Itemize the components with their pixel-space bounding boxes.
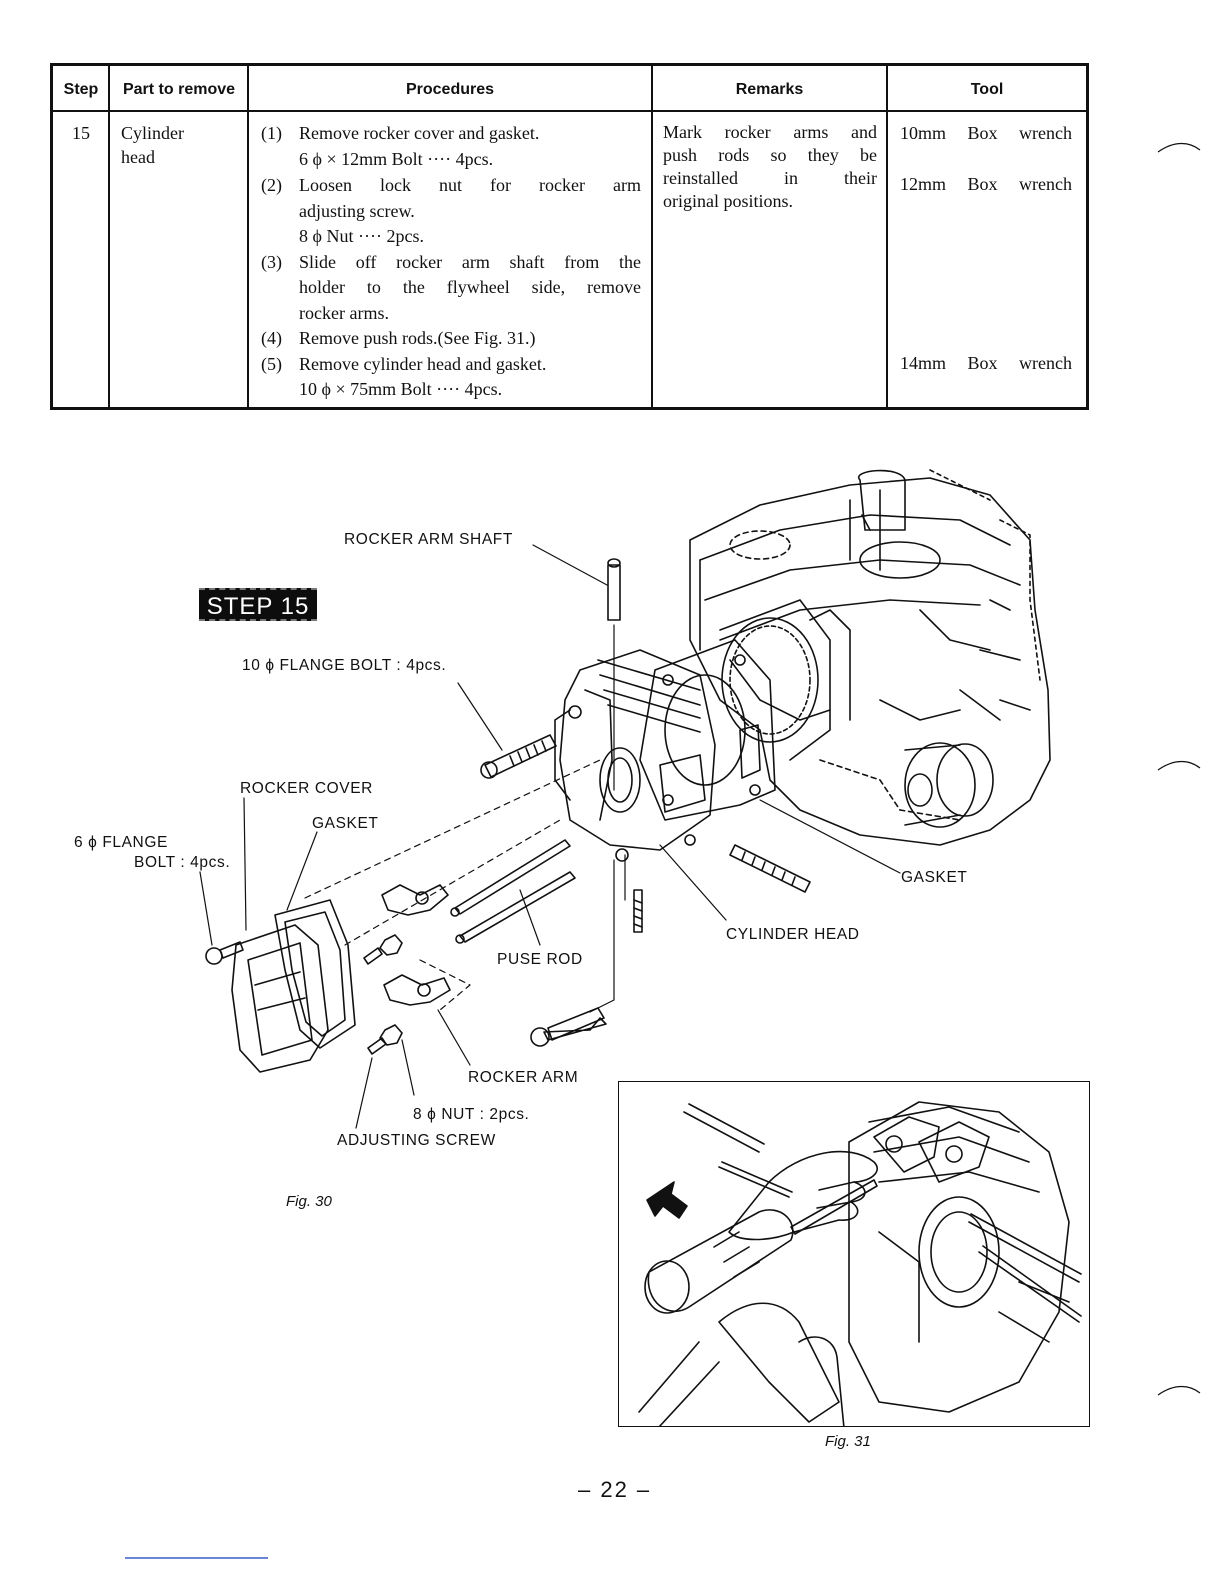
head-gasket [639, 639, 776, 821]
tool-2: 12mm Box wrench [900, 174, 1072, 194]
table-divider [108, 66, 110, 407]
label-gasket-small: GASKET [312, 815, 379, 832]
figure-30-caption: Fig. 30 [286, 1193, 332, 1210]
rocker-arms [381, 884, 451, 1006]
part-line: Cylinder [121, 123, 184, 143]
label-push-rod: PUSE ROD [497, 951, 583, 968]
label-rocker-arm-shaft: ROCKER ARM SHAFT [344, 531, 513, 548]
remarks-text: Mark rocker arms and push rods so they b… [663, 121, 877, 213]
page-number: – 22 – [578, 1477, 652, 1502]
label-flange-bolt-10: 10 ϕ FLANGE BOLT : 4pcs. [242, 657, 447, 674]
procedure-line: (2)Loosen lock nut for rocker arm [261, 175, 641, 195]
procedure-table: Step Part to remove Procedures Remarks T… [50, 63, 1089, 410]
procedure-line: 6 ϕ × 12mm Bolt ···· 4pcs. [299, 148, 494, 169]
label-cylinder-head: CYLINDER HEAD [726, 926, 860, 943]
procedure-line: 10 ϕ × 75mm Bolt ···· 4pcs. [299, 379, 503, 399]
procedure-line: adjusting screw. [299, 200, 415, 221]
remark-line: reinstalled in their [663, 168, 877, 188]
label-gasket-head: GASKET [901, 869, 968, 886]
procedure-line: holder to the flywheel side, remove [299, 277, 641, 297]
tool-1: 10mm Box wrench [900, 123, 1072, 143]
rocker-cover [205, 924, 329, 1073]
table-divider [651, 66, 653, 407]
procedures-list: (1)Remove rocker cover and gasket. 6 ϕ ×… [261, 121, 641, 403]
label-nut-8: 8 ϕ NUT : 2pcs. [413, 1106, 530, 1123]
procedure-line: 8 ϕ Nut ···· 2pcs. [299, 226, 424, 246]
procedure-line: (4)Remove push rods.(See Fig. 31.) [261, 328, 536, 348]
remark-line: original positions. [663, 191, 793, 211]
table-divider [247, 66, 249, 407]
rocker-cover-gasket [274, 899, 356, 1049]
figure-31-frame [618, 1081, 1090, 1427]
step-number: 15 [72, 123, 90, 143]
header-procedures: Procedures [405, 81, 495, 98]
engine-block [689, 469, 1051, 846]
label-flange-bolt-6-line2: BOLT : 4pcs. [134, 854, 231, 871]
flange-bolt-10 [480, 734, 811, 1047]
header-tool: Tool [970, 81, 1004, 98]
procedure-line: rocker arms. [299, 302, 389, 323]
part-to-remove: Cylinder head [121, 121, 184, 169]
step-badge: STEP 15 [199, 588, 317, 621]
table-divider [886, 66, 888, 407]
figure-31-caption: Fig. 31 [825, 1433, 871, 1450]
push-rods [450, 839, 576, 944]
header-part: Part to remove [122, 81, 236, 98]
leader-lines [199, 544, 901, 1129]
figure-31-drawing [638, 1101, 1082, 1426]
label-flange-bolt-6-line1: 6 ϕ FLANGE [74, 834, 168, 851]
remark-line: Mark rocker arms and [663, 122, 877, 142]
cylinder-head [554, 649, 716, 862]
nuts-and-screws [363, 934, 403, 1055]
remark-line: push rods so they be [663, 145, 877, 165]
label-rocker-cover: ROCKER COVER [240, 780, 373, 797]
header-remarks: Remarks [735, 81, 804, 98]
header-step: Step [63, 81, 99, 98]
table-header-divider [53, 110, 1086, 112]
label-rocker-arm: ROCKER ARM [468, 1069, 579, 1086]
procedure-line: (5)Remove cylinder head and gasket. [261, 353, 547, 374]
rocker-arm-shaft [607, 558, 621, 791]
procedure-line: (1)Remove rocker cover and gasket. [261, 123, 540, 143]
label-adjusting-screw: ADJUSTING SCREW [337, 1132, 496, 1149]
part-line: head [121, 147, 155, 167]
tool-3: 14mm Box wrench [900, 353, 1072, 373]
procedure-line: (3)Slide off rocker arm shaft from the [261, 251, 641, 272]
